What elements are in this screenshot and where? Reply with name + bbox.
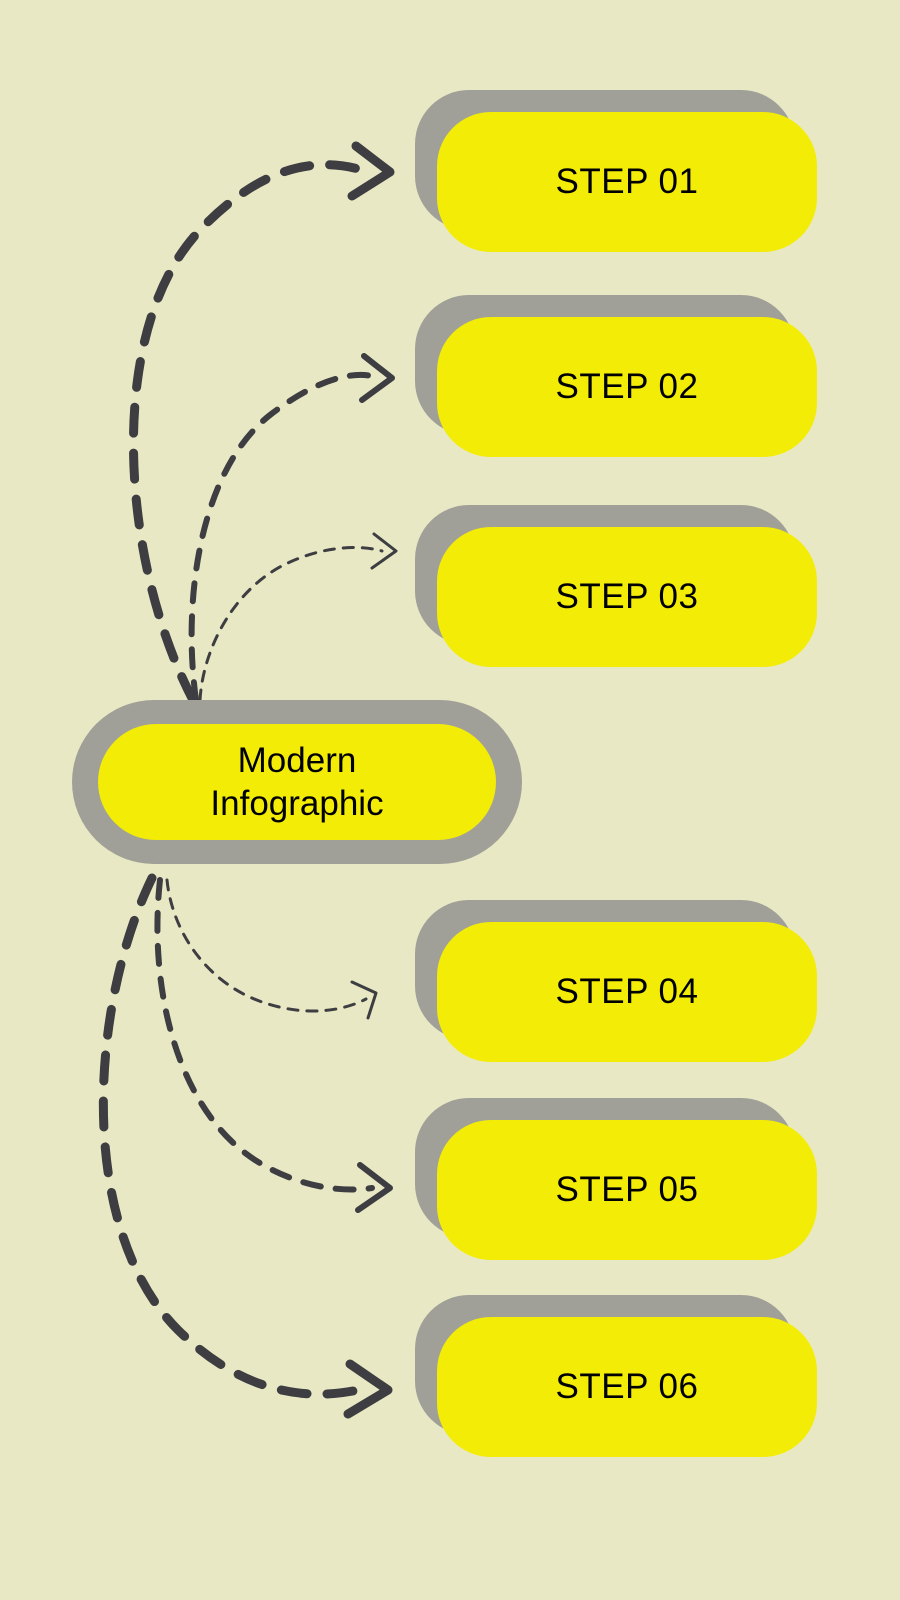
arrow-to-step-06-head-icon <box>343 1359 393 1419</box>
step-face: STEP 01 <box>437 112 817 252</box>
step-node-6[interactable]: STEP 06 <box>415 1295 817 1457</box>
step-node-4[interactable]: STEP 04 <box>415 900 817 1062</box>
step-label: STEP 04 <box>555 972 699 1011</box>
step-face: STEP 02 <box>437 317 817 457</box>
arrow-to-step-04 <box>165 878 368 1013</box>
step-node-1[interactable]: STEP 01 <box>415 90 817 252</box>
step-label: STEP 02 <box>555 367 699 406</box>
arrow-to-step-05-head-icon <box>355 1162 393 1213</box>
step-node-3[interactable]: STEP 03 <box>415 505 817 667</box>
arrow-to-step-01 <box>128 160 367 705</box>
step-face: STEP 05 <box>437 1120 817 1260</box>
center-node-face: Modern Infographic <box>98 724 496 840</box>
arrow-to-step-03-head-icon <box>370 532 398 570</box>
center-title-line-1: Modern <box>237 740 357 780</box>
arrow-to-step-02-head-icon <box>359 353 395 403</box>
arrow-to-step-05 <box>154 877 375 1193</box>
arrow-to-step-01-head-icon <box>347 141 395 201</box>
arrow-to-step-02 <box>188 371 375 703</box>
step-label: STEP 01 <box>555 162 699 201</box>
step-node-5[interactable]: STEP 05 <box>415 1098 817 1260</box>
step-face: STEP 06 <box>437 1317 817 1457</box>
step-label: STEP 03 <box>555 577 699 616</box>
step-face: STEP 03 <box>437 527 817 667</box>
arrow-to-step-03 <box>198 546 384 702</box>
arrow-to-step-04-head-icon <box>350 980 378 1020</box>
arrow-to-step-06 <box>98 873 363 1399</box>
step-label: STEP 05 <box>555 1170 699 1209</box>
center-node[interactable]: Modern Infographic <box>72 700 522 864</box>
step-label: STEP 06 <box>555 1367 699 1406</box>
center-title-line-2: Infographic <box>210 784 384 823</box>
step-face: STEP 04 <box>437 922 817 1062</box>
step-node-2[interactable]: STEP 02 <box>415 295 817 457</box>
